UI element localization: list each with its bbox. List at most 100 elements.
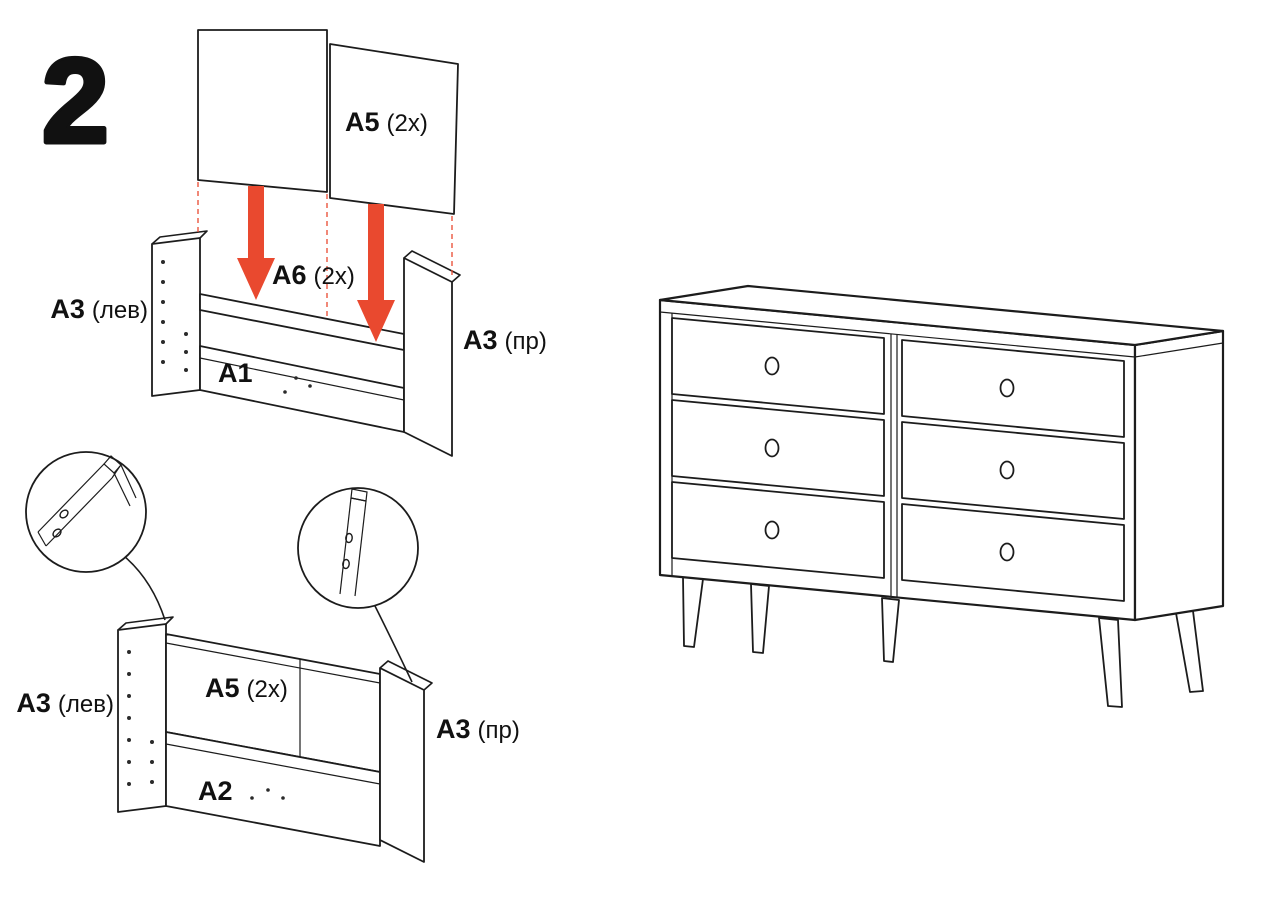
- label-a3-left-code: A3: [50, 294, 85, 324]
- step-number: 2: [40, 32, 112, 171]
- leg-back-left: [750, 583, 770, 654]
- label-a5: A5 (2x): [345, 107, 428, 137]
- insertion-guides: [197, 182, 453, 316]
- carcass-right-side-panel: [379, 660, 433, 863]
- screw-hole: [161, 300, 165, 304]
- screw-hole: [150, 740, 154, 744]
- leg-back-right: [1175, 610, 1204, 693]
- step-number-text: 2: [42, 34, 109, 168]
- label-a5-qty: (2x): [387, 110, 428, 137]
- dowel-hole: [294, 376, 298, 380]
- panel-edge: [111, 465, 121, 479]
- label-a3-left: A3 (лев): [50, 294, 148, 324]
- upper-assembly: A5 (2x) A6 (2x) A3 (лев) A3(пр) A1: [50, 29, 547, 457]
- panel-edge: [354, 500, 367, 597]
- screw-hole: [184, 350, 188, 354]
- callout-circle: [25, 451, 147, 573]
- panel-edge: [37, 463, 105, 533]
- panel-top-edge: [379, 660, 433, 691]
- label-a5-code: A5: [205, 673, 240, 703]
- top-slab-front-line: [659, 311, 1136, 358]
- bottom-edge-line: [199, 357, 405, 401]
- knob-left-1: [764, 356, 780, 376]
- leg-front-right: [1098, 617, 1123, 708]
- dowel-hole: [250, 796, 254, 800]
- bottom-band: [165, 731, 381, 847]
- panel-top-edge: [403, 250, 461, 283]
- panel-edge: [339, 497, 352, 595]
- callout-circle: [297, 487, 419, 609]
- label-a3-left-variant: (лев): [92, 297, 148, 324]
- carcass-right-side-panel: [403, 250, 461, 457]
- installed-back-panels-a5: [165, 633, 381, 773]
- back-panel-a5-right: [329, 43, 459, 215]
- screw-hole: [127, 738, 131, 742]
- assembled-dresser: [658, 284, 1225, 708]
- carcass-left-side-panel: [117, 616, 174, 813]
- callout-leader: [373, 603, 413, 683]
- screw-hole: [161, 320, 165, 324]
- back-panel-a5-left: [197, 29, 328, 193]
- knobs: [764, 356, 1015, 562]
- label-a3-right-variant: (пр): [505, 328, 547, 355]
- joint-detail: [339, 488, 368, 597]
- screw-hole: [52, 528, 62, 538]
- insertion-arrows: [237, 186, 395, 342]
- label-a1-code: A1: [218, 358, 253, 388]
- legs: [682, 576, 1204, 708]
- screw-hole: [127, 672, 131, 676]
- knob-right-3: [999, 542, 1015, 562]
- screw-hole: [184, 332, 188, 336]
- label-a2: A2: [198, 776, 233, 806]
- screw-hole: [345, 532, 353, 544]
- groove-tab: [350, 488, 368, 502]
- label-a5-code: A5: [345, 107, 380, 137]
- screw-hole: [127, 716, 131, 720]
- leg-middle: [881, 597, 900, 663]
- knob-right-1: [999, 378, 1015, 398]
- label-a3-right: A3 (пр): [436, 714, 520, 744]
- down-arrow-left: [237, 186, 275, 300]
- dowel-hole: [308, 384, 312, 388]
- label-a3-right-code: A3: [436, 714, 471, 744]
- panel-face: [117, 623, 167, 813]
- screw-hole: [59, 509, 69, 519]
- screw-holes: [161, 260, 188, 372]
- detail-callout-right: [297, 487, 419, 683]
- carcass-bottom-a2: [165, 731, 381, 847]
- callout-leader: [123, 555, 166, 621]
- dresser-side-face: [1133, 329, 1225, 622]
- panel-edge: [113, 472, 131, 507]
- carcass-left-side-panel: [151, 230, 208, 397]
- carcass-bottom-a1: [199, 345, 405, 433]
- panel-top-edge: [151, 230, 208, 245]
- lower-assembly: A5(2x) A3(лев) A3(пр) A2: [16, 451, 520, 863]
- panel-edge: [120, 464, 137, 499]
- panel-face: [151, 237, 201, 397]
- screw-hole: [161, 260, 165, 264]
- screw-hole: [161, 340, 165, 344]
- joint-detail: [37, 455, 137, 547]
- down-arrow-right: [357, 204, 395, 342]
- label-a6: A6 (2x): [272, 260, 355, 290]
- screw-hole: [184, 368, 188, 372]
- top-slab-side-line: [1134, 342, 1224, 358]
- panel-face: [403, 257, 453, 457]
- knob-right-2: [999, 460, 1015, 480]
- label-a1: A1: [218, 358, 253, 388]
- back-wall-top-line: [165, 642, 381, 684]
- screw-hole: [127, 650, 131, 654]
- dowel-hole: [281, 796, 285, 800]
- panel-edge: [45, 477, 113, 547]
- label-a6-qty: (2x): [314, 263, 355, 290]
- screw-hole: [127, 760, 131, 764]
- knob-left-2: [764, 438, 780, 458]
- label-a6-code: A6: [272, 260, 307, 290]
- label-a3-right-variant: (пр): [478, 717, 520, 744]
- label-a3-right: A3(пр): [463, 325, 547, 355]
- panel-face: [379, 667, 425, 863]
- screw-hole: [150, 760, 154, 764]
- dowel-hole: [266, 788, 270, 792]
- bottom-edge-line: [165, 743, 381, 785]
- screw-hole: [150, 780, 154, 784]
